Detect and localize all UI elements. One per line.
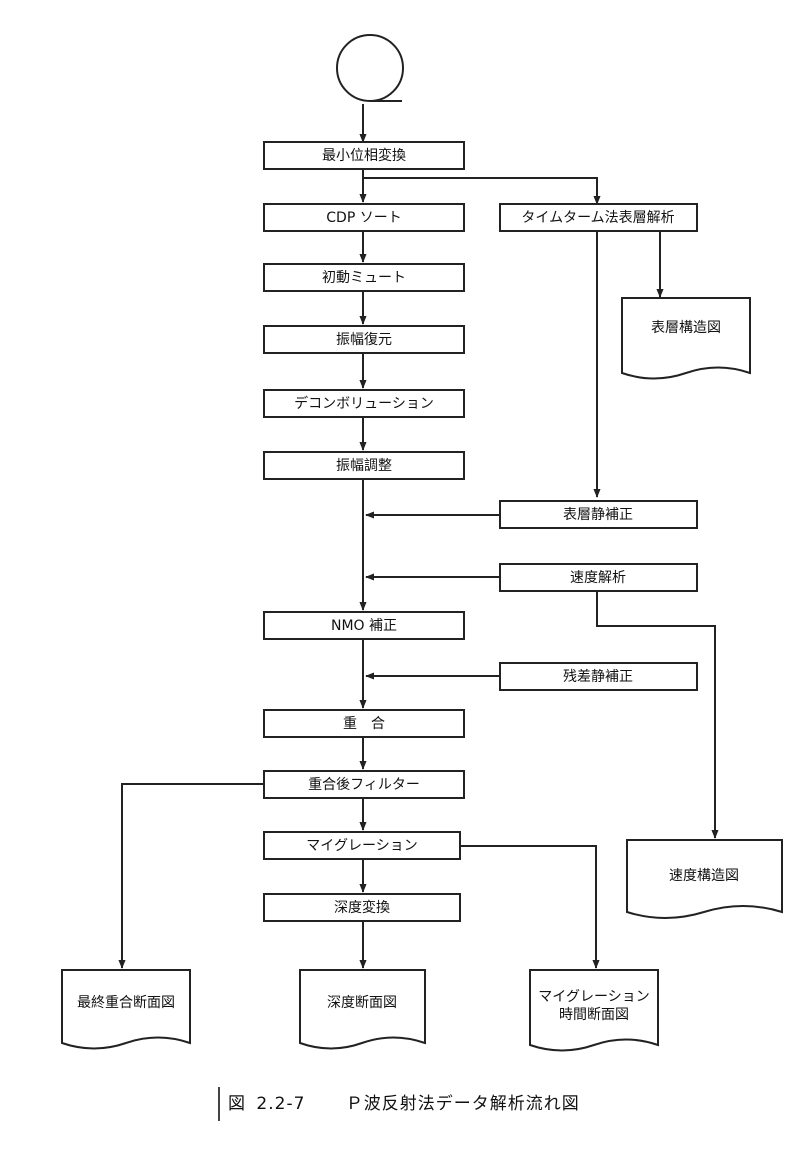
box-amp-recovery [263, 325, 465, 354]
arrow-to-velocity-structure-map [596, 590, 719, 839]
box-amp-adjust [263, 451, 465, 480]
box-surface-static [499, 500, 698, 529]
label-surface-structure-map: 表層構造図 [651, 320, 721, 336]
label-migration: マイグレーション [306, 838, 417, 854]
box-min-phase [263, 141, 465, 170]
label-depth-section: 深度断面図 [327, 995, 397, 1011]
box-first-break-mute [263, 263, 465, 292]
label-depth-conversion: 深度変換 [334, 899, 390, 916]
label-cdp-sort: CDP ソート [326, 210, 401, 226]
label-surface-static: 表層静補正 [563, 507, 633, 523]
label-post-stack-filter: 重合後フィルター [308, 777, 420, 793]
box-stack [263, 709, 465, 738]
figure-label: 図 [228, 1094, 246, 1114]
label-migration-time-line1: マイグレーション [538, 989, 649, 1005]
arrow-to-final-stack-section [118, 783, 264, 969]
box-nmo [263, 611, 465, 640]
arrow-to-migration-time-section [460, 845, 600, 969]
box-deconvolution [263, 389, 465, 418]
label-amp-recovery: 振幅復元 [336, 331, 392, 348]
box-time-term [499, 203, 698, 232]
doc-migration-time [529, 969, 659, 1052]
label-residual-static: 残差静補正 [563, 669, 633, 685]
label-min-phase: 最小位相変換 [322, 147, 406, 164]
label-velocity-analysis: 速度解析 [570, 570, 626, 586]
box-residual-static [499, 662, 698, 691]
doc-final-stack [61, 969, 191, 1050]
label-velocity-structure-map: 速度構造図 [669, 868, 739, 884]
label-deconvolution: デコンボリューション [294, 395, 434, 412]
arrow-to-time-term [363, 177, 601, 205]
figure-title: Ｐ波反射法データ解析流れ図 [345, 1094, 580, 1114]
doc-surface-structure [621, 297, 751, 380]
start-circle [336, 34, 404, 102]
label-time-term: タイムターム法表層解析 [521, 210, 674, 226]
label-nmo: NMO 補正 [331, 618, 397, 634]
label-stack: 重 合 [343, 716, 385, 732]
figure-number: 2.2-7 [256, 1094, 306, 1114]
box-depth-conversion [263, 893, 461, 922]
label-final-stack-section: 最終重合断面図 [77, 995, 175, 1011]
label-first-break-mute: 初動ミュート [322, 269, 406, 286]
doc-velocity-structure [626, 839, 783, 919]
label-migration-time-line2: 時間断面図 [559, 1007, 629, 1023]
box-migration [263, 831, 461, 860]
doc-depth-section [299, 969, 426, 1050]
box-post-stack-filter [263, 770, 465, 799]
box-velocity-analysis [499, 563, 698, 592]
label-amp-adjust: 振幅調整 [336, 458, 392, 474]
figure-caption: 図 2.2-7 Ｐ波反射法データ解析流れ図 [218, 1087, 580, 1121]
box-cdp-sort [263, 203, 465, 232]
